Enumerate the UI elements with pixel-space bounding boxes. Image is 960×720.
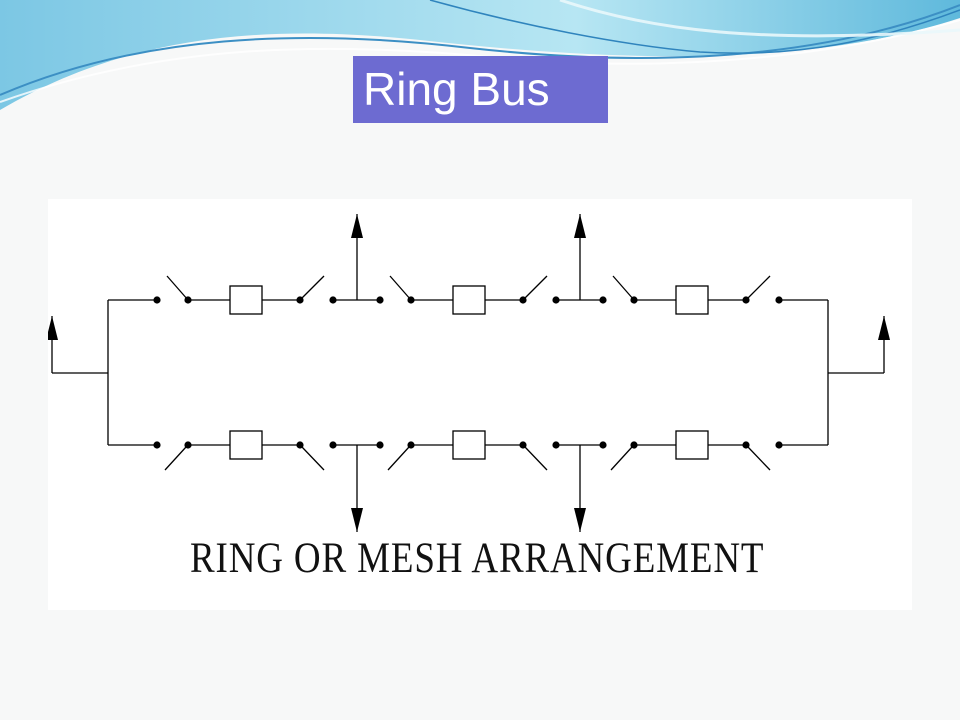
contact-dot (599, 441, 607, 449)
arrow-up-icon (878, 316, 890, 340)
switch-blade (387, 446, 410, 471)
switch-blade (301, 446, 325, 471)
arrow-up-icon (48, 316, 58, 340)
contact-dot (153, 296, 161, 304)
switch-blade (747, 446, 771, 471)
switch-blade (164, 446, 187, 471)
circuit-breaker (452, 285, 486, 315)
contact-dot (775, 441, 783, 449)
switch-blade (166, 275, 189, 301)
circuit-breaker (229, 285, 263, 315)
arrow-up-icon (351, 214, 363, 238)
switch-blade (610, 446, 633, 471)
arrow-down-icon (351, 508, 363, 532)
slide-title: Ring Bus (353, 56, 608, 123)
ring-bus-diagram (48, 214, 890, 532)
switch-blade (524, 446, 548, 471)
contact-dot (599, 296, 607, 304)
switch-blade (745, 275, 771, 301)
switch-blade (389, 275, 412, 301)
circuit-breaker (675, 285, 709, 315)
arrow-down-icon (574, 508, 586, 532)
circuit-breaker (452, 430, 486, 460)
contact-dot (376, 441, 384, 449)
switch-blade (612, 275, 635, 301)
switch-blade (299, 275, 325, 301)
contact-dot (775, 296, 783, 304)
diagram-panel (48, 199, 912, 610)
switch-blade (522, 275, 548, 301)
arrow-up-icon (574, 214, 586, 238)
diagram-caption: RING OR MESH ARRANGEMENT (190, 535, 765, 582)
contact-dot (153, 441, 161, 449)
contact-dot (376, 296, 384, 304)
circuit-breaker (675, 430, 709, 460)
circuit-breaker (229, 430, 263, 460)
